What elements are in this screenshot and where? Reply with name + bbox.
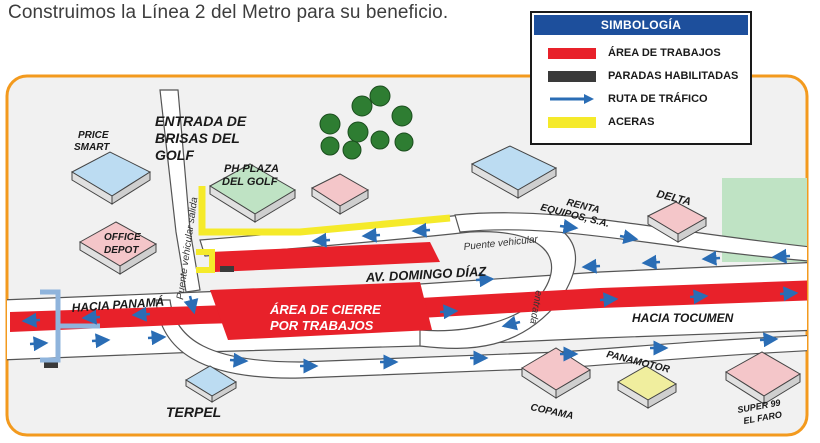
closure-upper	[210, 242, 440, 272]
label-office-depot-1: OFFICE	[104, 232, 141, 243]
traffic-arrow-icon	[581, 258, 601, 274]
label-office-depot-2: DEPOT	[104, 245, 139, 256]
page-headline: Construimos la Línea 2 del Metro para su…	[8, 2, 449, 23]
legend-title: SIMBOLOGÍA	[534, 15, 748, 35]
traffic-arrow-icon	[147, 330, 167, 346]
label-ph-plaza-2: DEL GOLF	[222, 176, 278, 188]
legend-box: SIMBOLOGÍA ÁREA DE TRABAJOS PARADAS HABIL…	[530, 11, 752, 145]
legend-row: ACERAS	[548, 115, 654, 129]
traffic-arrow-icon	[689, 289, 709, 305]
legend-arrow-icon	[550, 94, 594, 104]
traffic-arrow-icon	[439, 304, 459, 320]
traffic-arrow-icon	[29, 336, 49, 352]
building-terpel	[185, 365, 237, 403]
building-super99	[725, 351, 801, 405]
legend-label: PARADAS HABILITADAS	[608, 70, 739, 82]
label-closure-2: POR TRABAJOS	[270, 318, 374, 333]
traffic-arrow-icon	[311, 232, 331, 248]
traffic-arrow-icon	[411, 222, 431, 238]
building-office-depot	[79, 221, 157, 275]
label-toward-tocumen: HACIA TOCUMEN	[632, 311, 734, 325]
label-toward-panama: HACIA PANAMÁ	[71, 294, 164, 315]
label-main-avenue: AV. DOMINGO DÍAZ	[364, 264, 487, 285]
sidewalk-stop	[196, 249, 215, 273]
sidewalk-path	[198, 186, 451, 236]
label-entrance-1: ENTRADA DE	[155, 113, 247, 129]
label-ph-plaza-1: PH PLAZA	[224, 163, 279, 175]
legend-swatch	[548, 116, 596, 128]
traffic-arrow-icon	[619, 229, 639, 245]
closure-area	[210, 282, 432, 340]
traffic-arrow-icon	[131, 306, 151, 322]
tree-icons	[319, 85, 414, 160]
building-panamotor	[617, 365, 677, 409]
traffic-arrow-icon	[641, 254, 661, 270]
traffic-arrow-icon	[759, 332, 779, 348]
traffic-arrow-icon	[779, 286, 799, 302]
legend-label: ACERAS	[608, 116, 655, 128]
building-small-pink	[310, 173, 370, 215]
building-delta	[646, 201, 708, 243]
traffic-arrow-icon	[501, 315, 521, 331]
traffic-arrow-icon	[475, 272, 495, 288]
label-price-smart-1: PRICE	[78, 130, 109, 141]
traffic-arrow-icon	[81, 309, 101, 325]
label-terpel: TERPEL	[166, 404, 221, 420]
traffic-arrow-icon	[361, 227, 381, 243]
exit-bridge-road	[159, 89, 201, 293]
traffic-arrow-icon	[183, 295, 199, 315]
traffic-arrow-icon	[559, 219, 579, 234]
traffic-arrow-icon	[21, 312, 41, 328]
legend-swatch	[548, 47, 596, 59]
map-labels: ENTRADA DE BRISAS DEL GOLF PRICE SMART O…	[71, 113, 782, 426]
legend-row: ÁREA DE TRABAJOS	[548, 46, 721, 60]
building-renta-equipos	[470, 145, 558, 199]
legend-swatch	[548, 70, 596, 82]
traffic-route-arrows	[21, 219, 799, 374]
traffic-arrow-icon	[599, 292, 619, 308]
lower-service-road	[155, 299, 807, 379]
label-closure-1: ÁREA DE CIERRE	[269, 302, 381, 317]
legend-label: RUTA DE TRÁFICO	[608, 93, 708, 105]
bus-stop-north	[220, 266, 234, 272]
label-entrance-3: GOLF	[155, 147, 194, 163]
traffic-arrow-icon	[229, 352, 249, 368]
building-copama	[521, 347, 591, 399]
bus-stop-south	[44, 362, 58, 368]
label-entrance-2: BRISAS DEL	[155, 130, 240, 146]
building-price-smart	[70, 151, 152, 205]
legend-row: PARADAS HABILITADAS	[548, 69, 738, 83]
traffic-arrow-icon	[701, 250, 721, 266]
label-price-smart-2: SMART	[74, 142, 110, 153]
legend-label: ÁREA DE TRABAJOS	[608, 47, 721, 59]
traffic-arrow-icon	[771, 248, 791, 264]
legend-row: RUTA DE TRÁFICO	[548, 92, 708, 106]
traffic-arrow-icon	[91, 333, 111, 349]
building-ph-plaza	[209, 163, 296, 223]
